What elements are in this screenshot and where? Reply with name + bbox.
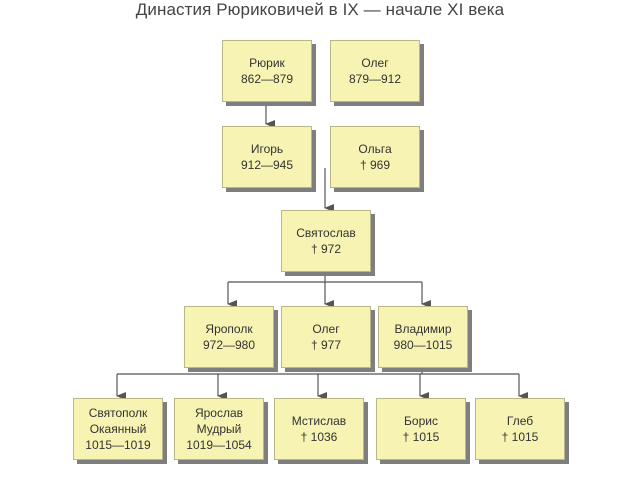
node-vladimir: Владимир 980—1015 [378,306,468,368]
node-yaropolk: Ярополк 972—980 [184,306,274,368]
node-olga: Ольга † 969 [330,126,420,188]
node-oleg-prophetic: Олег 879—912 [330,40,420,102]
node-name: Рюрик [249,56,285,70]
node-dates: † 1015 [402,430,440,444]
node-dates: † 977 [310,338,342,352]
node-dates: 862—879 [240,72,294,86]
node-dates: † 969 [359,158,391,172]
node-name: Олег [361,56,389,70]
node-dates: 1019—1054 [186,438,252,452]
node-name: Святополк [88,406,148,420]
node-nickname: Окаянный [89,422,147,436]
node-name: Владимир [394,322,452,336]
node-dates: † 1015 [501,430,539,444]
node-dates: † 1036 [300,430,338,444]
node-yaroslav: Ярослав Мудрый 1019—1054 [174,398,264,460]
node-svyatopolk: Святополк Окаянный 1015—1019 [73,398,163,460]
node-igor: Игорь 912—945 [222,126,312,188]
node-svyatoslav: Святослав † 972 [281,210,371,272]
node-name: Святослав [296,226,356,240]
node-dates: 980—1015 [393,338,453,352]
node-name: Глеб [506,414,534,428]
node-dates: † 972 [310,242,342,256]
node-dates: 912—945 [240,158,294,172]
node-dates: 1015—1019 [85,438,151,452]
node-nickname: Мудрый [196,422,242,436]
node-name: Игорь [250,142,284,156]
node-name: Мстислав [291,414,347,428]
node-name: Олег [312,322,340,336]
node-name: Ольга [358,142,392,156]
diagram-title: Династия Рюриковичей в IX — начале XI ве… [135,0,505,19]
node-name: Ярослав [194,406,244,420]
node-dates: 972—980 [202,338,256,352]
node-rurik: Рюрик 862—879 [222,40,312,102]
node-oleg-svyatoslavich: Олег † 977 [281,306,371,368]
node-mstislav: Мстислав † 1036 [274,398,364,460]
node-boris: Борис † 1015 [376,398,466,460]
node-gleb: Глеб † 1015 [475,398,565,460]
node-name: Ярополк [205,322,253,336]
node-dates: 879—912 [348,72,402,86]
node-name: Борис [404,414,438,428]
